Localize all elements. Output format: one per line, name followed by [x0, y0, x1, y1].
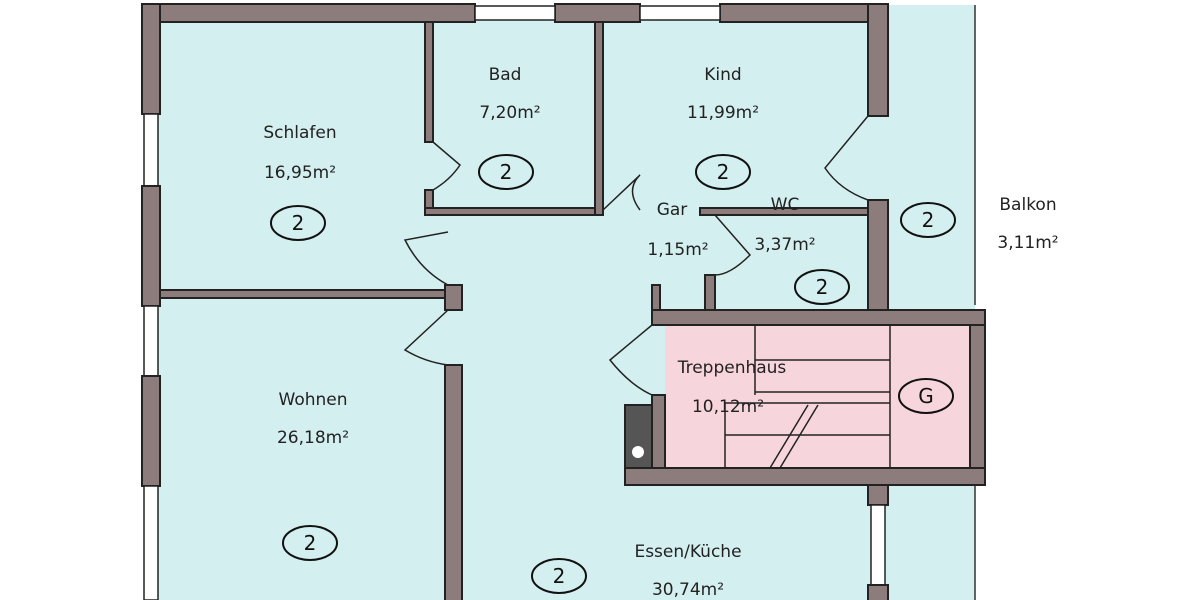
svg-text:10,12m²: 10,12m² — [692, 397, 764, 417]
svg-text:3,11m²: 3,11m² — [997, 233, 1058, 253]
svg-text:2: 2 — [922, 208, 935, 232]
room-balkon: Balkon 3,11m² 2 — [900, 195, 1059, 253]
window — [143, 485, 159, 600]
staircase — [724, 325, 891, 469]
svg-text:26,18m²: 26,18m² — [277, 428, 349, 448]
svg-text:2: 2 — [717, 160, 730, 184]
doors — [403, 115, 869, 396]
room-essen-kueche: Essen/Küche 30,74m² 2 — [531, 542, 742, 600]
svg-text:2: 2 — [553, 564, 566, 588]
room-wohnen: Wohnen 26,18m² 2 — [277, 390, 349, 561]
svg-text:Bad: Bad — [489, 65, 522, 85]
window — [143, 113, 159, 187]
svg-text:2: 2 — [292, 211, 305, 235]
svg-text:Treppenhaus: Treppenhaus — [677, 358, 787, 378]
svg-text:2: 2 — [816, 275, 829, 299]
svg-text:WC: WC — [771, 195, 800, 215]
room-wc: WC 3,37m² 2 — [754, 195, 850, 305]
room-fills — [150, 5, 976, 600]
walls — [141, 3, 986, 600]
window — [870, 504, 886, 586]
svg-text:11,99m²: 11,99m² — [687, 103, 759, 123]
svg-text:G: G — [918, 384, 934, 408]
svg-text:Schlafen: Schlafen — [263, 123, 336, 143]
stair-area — [665, 325, 970, 468]
room-treppenhaus: Treppenhaus 10,12m² G — [677, 358, 954, 417]
svg-text:Kind: Kind — [704, 65, 741, 85]
room-gar: Gar 1,15m² — [647, 200, 708, 260]
svg-text:Essen/Küche: Essen/Küche — [634, 542, 741, 562]
svg-text:Balkon: Balkon — [999, 195, 1056, 215]
svg-text:Wohnen: Wohnen — [279, 390, 348, 410]
svg-text:1,15m²: 1,15m² — [647, 240, 708, 260]
svg-text:Gar: Gar — [657, 200, 688, 220]
svg-text:16,95m²: 16,95m² — [264, 163, 336, 183]
svg-text:30,74m²: 30,74m² — [652, 580, 724, 600]
window — [474, 5, 556, 21]
room-schlafen: Schlafen 16,95m² 2 — [263, 123, 337, 241]
svg-text:7,20m²: 7,20m² — [479, 103, 540, 123]
chimney — [624, 404, 653, 469]
svg-text:3,37m²: 3,37m² — [754, 235, 815, 255]
room-kind: Kind 11,99m² 2 — [687, 65, 759, 190]
room-bad: Bad 7,20m² 2 — [478, 65, 541, 190]
svg-text:2: 2 — [304, 531, 317, 555]
window — [639, 5, 721, 21]
svg-text:2: 2 — [500, 160, 513, 184]
window — [143, 305, 159, 377]
